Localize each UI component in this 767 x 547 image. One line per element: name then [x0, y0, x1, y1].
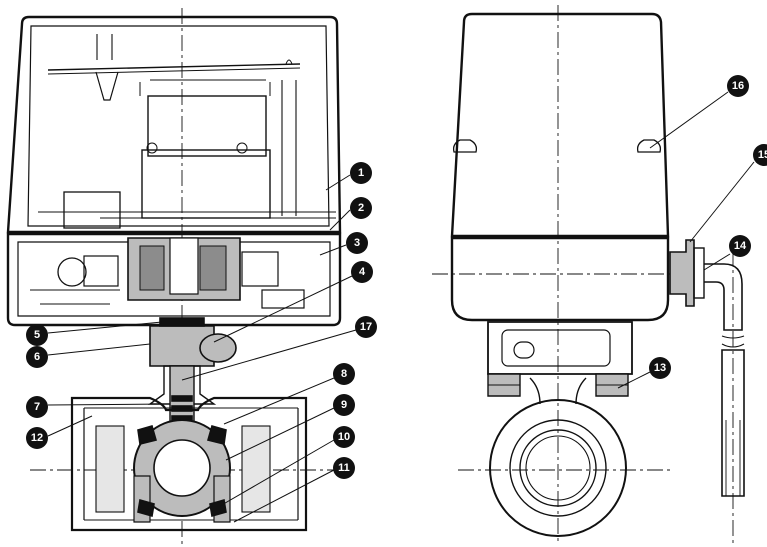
callout-11: 11: [333, 457, 355, 479]
actuator-base: [6, 232, 342, 327]
stem-pin: [199, 333, 237, 363]
ball-seat-upper-left: [137, 425, 157, 445]
valve-body-end-mid: [509, 419, 607, 517]
cover-screw-left: [452, 139, 478, 153]
svg-text:11: 11: [338, 462, 350, 474]
svg-text:2: 2: [358, 202, 364, 214]
callout-7: 7: [26, 396, 48, 418]
callout-17: 17: [355, 316, 377, 338]
ball-bore: [153, 439, 211, 497]
actuator-cover: [6, 15, 342, 234]
svg-text:3: 3: [354, 237, 360, 249]
svg-text:15: 15: [758, 149, 767, 161]
callout-16: 16: [727, 75, 749, 97]
svg-text:17: 17: [360, 321, 372, 333]
svg-text:16: 16: [732, 80, 744, 92]
svg-text:5: 5: [34, 329, 40, 341]
valve-body: [70, 396, 308, 532]
exterior-view: [432, 5, 755, 544]
ball-seat-lower-left: [137, 498, 155, 518]
cover-screw-right: [636, 139, 662, 153]
cable-gland: [669, 239, 695, 307]
callout-4: 4: [351, 261, 373, 283]
valve-body-end-outer: [489, 399, 627, 537]
motor-block: [147, 95, 267, 157]
actuator-exterior-top: [450, 12, 670, 238]
svg-text:9: 9: [341, 399, 347, 411]
callout-2: 2: [350, 197, 372, 219]
ball-seat-upper-right: [207, 425, 227, 445]
actuator-exterior-base: [450, 236, 670, 322]
svg-text:13: 13: [654, 362, 666, 374]
callout-10: 10: [333, 426, 355, 448]
actuator-cover-inner: [27, 25, 330, 227]
svg-text:1: 1: [358, 167, 364, 179]
callout-14: 14: [729, 235, 751, 257]
cable-lower: [721, 349, 745, 497]
ball-seat-lower-right: [209, 498, 227, 518]
svg-text:4: 4: [359, 266, 366, 278]
callout-15: 15: [753, 144, 767, 166]
callout-9: 9: [333, 394, 355, 416]
callout-3: 3: [346, 232, 368, 254]
callout-13: 13: [649, 357, 671, 379]
pipe-port-left: [95, 425, 125, 513]
svg-text:7: 7: [34, 401, 40, 413]
gear-plate: [47, 63, 301, 71]
cable: [704, 263, 743, 331]
svg-text:10: 10: [338, 431, 350, 443]
pipe-port-right: [241, 425, 271, 513]
callouts: 1 2 3 4 5 6 7 8 9 10 11 12 13 14 15 16 1…: [26, 75, 767, 479]
svg-text:12: 12: [31, 432, 43, 444]
sectional-view: [6, 8, 357, 544]
stem-seal: [159, 317, 205, 327]
svg-text:8: 8: [341, 368, 347, 380]
svg-text:14: 14: [734, 240, 747, 252]
callout-12: 12: [26, 427, 48, 449]
svg-text:6: 6: [34, 351, 40, 363]
valve-body-end-bore: [519, 429, 597, 507]
callout-8: 8: [333, 363, 355, 385]
valve-neck: [147, 365, 217, 405]
callout-1: 1: [350, 162, 372, 184]
mounting-bracket: [487, 321, 633, 375]
callout-6: 6: [26, 346, 48, 368]
callout-5: 5: [26, 324, 48, 346]
lever-arm: [95, 71, 119, 101]
